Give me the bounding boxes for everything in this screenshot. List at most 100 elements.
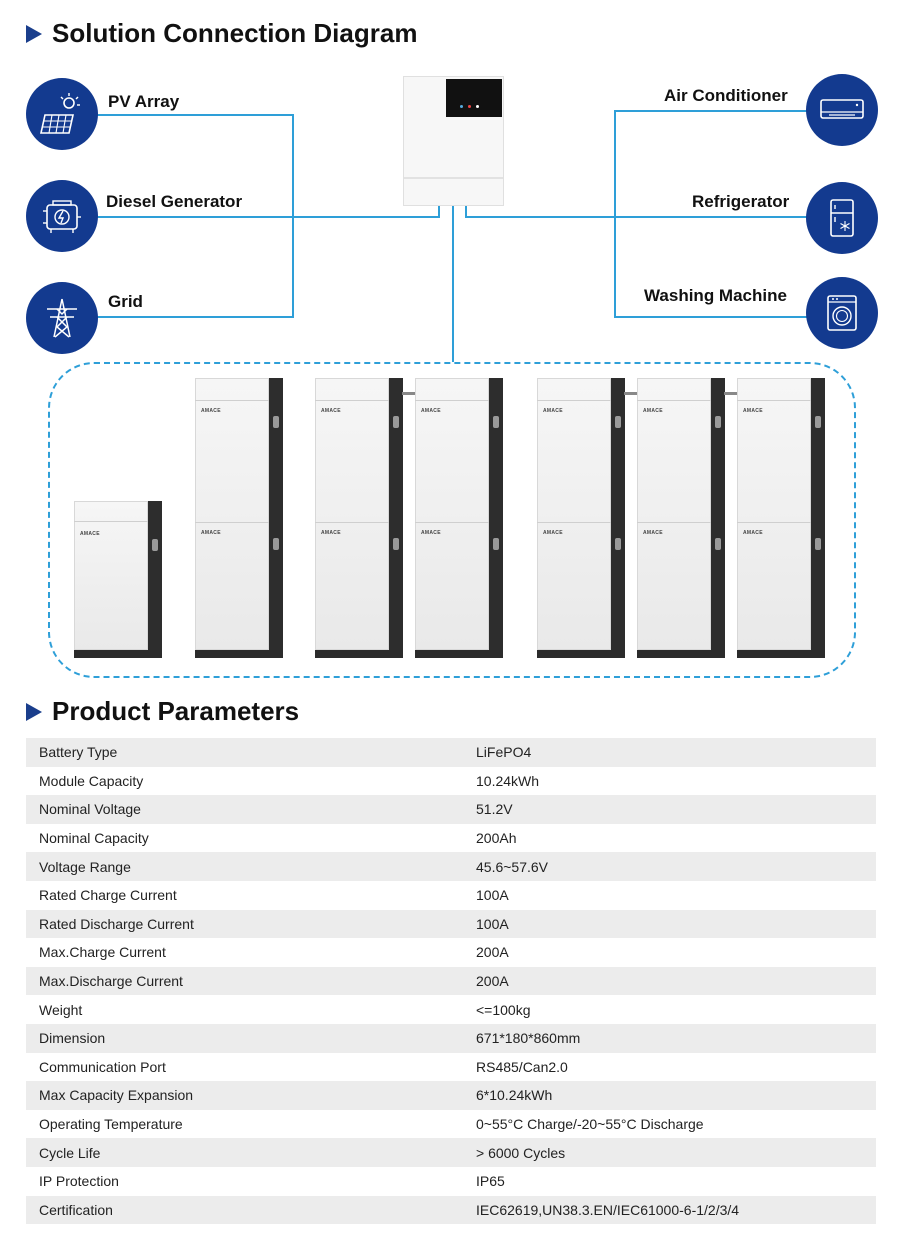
diagram-section-title: Solution Connection Diagram [26,18,417,49]
battery-cable [402,392,416,395]
param-name: Max.Charge Current [39,944,166,961]
battery-group-frame [48,362,856,678]
param-name: Certification [26,1195,464,1225]
param-name: Voltage Range [26,852,464,881]
triangle-bullet-icon [26,702,42,721]
battery-brand-logo: AMACE [643,408,663,414]
battery-brand-logo: AMACE [321,530,341,536]
air-conditioner-icon [806,74,878,146]
parameters-title: Product Parameters [52,696,300,726]
table-row: Module Capacity 10.24kWh [26,767,876,796]
diagram-title: Solution Connection Diagram [52,18,418,48]
generator-line [97,216,294,218]
battery-brand-logo: AMACE [201,408,221,414]
inverter-panel-seam [404,177,503,179]
param-value: 10.24kWh [476,772,540,789]
param-value: RS485/Can2.0 [476,1058,568,1075]
triangle-bullet-icon [26,24,42,43]
battery-cable [724,392,738,395]
battery-stack-1-module: AMACE [74,501,162,658]
param-name: Weight [39,1001,83,1018]
param-name: Battery Type [26,738,464,767]
param-value: 100A [464,909,876,939]
left-to-inverter-line [292,216,440,218]
battery-brand-logo: AMACE [543,530,563,536]
param-value: LiFePO4 [464,738,876,767]
param-name: Module Capacity [39,772,144,789]
param-value: 0~55°C Charge/-20~55°C Discharge [476,1116,704,1133]
battery-brand-logo: AMACE [80,531,100,537]
grid-line [97,316,294,318]
battery-stack-2-modules: AMACE AMACE [195,378,283,658]
battery-stack-4-tower-a: AMACE AMACE [315,378,403,658]
battery-stack-6-tower-c: AMACE AMACE [737,378,825,658]
ac-line [614,110,808,112]
param-value: 51.2V [464,795,876,824]
battery-brand-logo: AMACE [421,408,441,414]
param-value: 200A [476,944,509,961]
battery-cable [624,392,638,395]
param-name: IP Protection [39,1173,119,1190]
table-row: Cycle Life> 6000 Cycles [26,1138,876,1167]
inverter-right-drop [465,204,467,218]
battery-status-indicator [152,539,158,551]
refrigerator-label: Refrigerator [692,192,790,211]
battery-brand-logo: AMACE [421,530,441,536]
battery-brand-logo: AMACE [743,530,763,536]
param-name: Max Capacity Expansion [26,1081,464,1110]
refrigerator-icon [806,182,878,254]
battery-brand-logo: AMACE [543,408,563,414]
inverter-display [446,79,502,117]
table-row: IP Protection IP65 [26,1167,876,1196]
battery-brand-logo: AMACE [643,530,663,536]
washing-machine-icon [806,277,878,349]
battery-brand-logo: AMACE [743,408,763,414]
param-value: 671*180*860mm [464,1023,876,1053]
param-name: Communication Port [39,1058,166,1075]
battery-line [452,204,454,362]
param-value: 100A [476,887,509,904]
param-name: Operating Temperature [39,1116,183,1133]
right-bus-line [614,110,616,318]
inverter-left-drop [438,204,440,218]
param-name: Rated Discharge Current [26,909,464,939]
battery-stack-6-tower-a: AMACE AMACE [537,378,625,658]
param-name: Rated Charge Current [39,887,177,904]
param-name: Max.Discharge Current [26,966,464,996]
pv-array-label: PV Array [108,92,180,111]
battery-status-indicator [273,416,279,428]
param-value: 6*10.24kWh [464,1081,876,1110]
power-tower-icon [26,282,98,354]
air-conditioner-label: Air Conditioner [664,86,788,105]
table-row: Max.Charge Current 200A [26,938,876,967]
inverter [403,76,504,206]
param-name: Dimension [26,1023,464,1053]
param-value: 200A [464,966,876,996]
solar-panel-icon [26,78,98,150]
table-row: Weight <=100kg [26,995,876,1024]
param-value: <=100kg [476,1001,531,1018]
battery-status-indicator [273,538,279,550]
param-value: IP65 [476,1173,505,1190]
battery-brand-logo: AMACE [321,408,341,414]
right-to-inverter-line [465,216,616,218]
param-value: 45.6~57.6V [464,852,876,881]
param-value: IEC62619,UN38.3.EN/IEC61000-6-1/2/3/4 [464,1195,876,1225]
grid-label: Grid [108,292,143,311]
washing-machine-label: Washing Machine [644,286,787,305]
battery-stack-4-tower-b: AMACE AMACE [415,378,503,658]
param-value: 200Ah [476,830,517,847]
param-name: Cycle Life [26,1138,464,1167]
battery-brand-logo: AMACE [201,530,221,536]
fridge-line [614,216,808,218]
pv-line [97,114,294,116]
